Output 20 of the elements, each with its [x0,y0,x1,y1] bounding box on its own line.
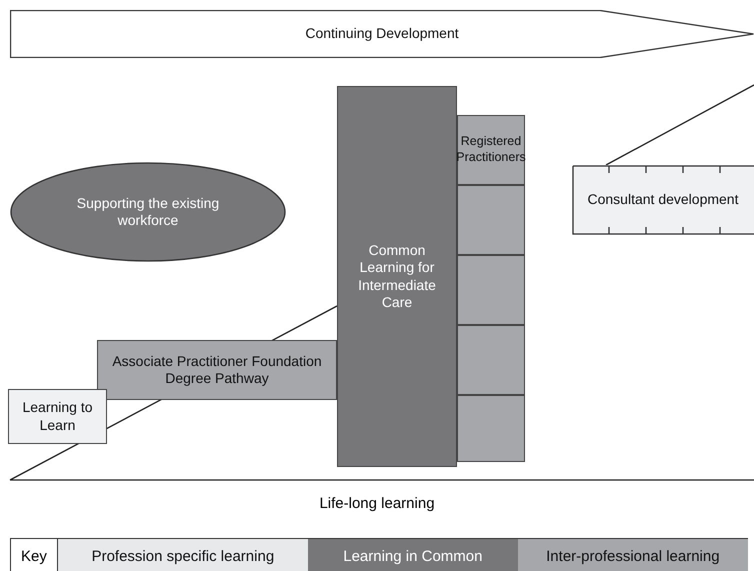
ruler-box [572,165,754,235]
node-text: Associate Practitioner Foundation Degree Pathway [111,352,323,388]
legend-item: Learning in Common [308,539,518,571]
node-text: Learning to Learn [21,399,94,434]
box [8,389,107,444]
node-text: Consultant development [586,191,740,209]
box [97,340,337,400]
node-text: Common Learning for Intermediate Care [357,242,437,312]
box [457,185,525,255]
axis-caption: Life-long learning [318,495,436,512]
legend-item: Inter-professional learning [518,539,748,571]
tall-box [337,86,457,467]
box [457,395,525,462]
box [457,325,525,395]
box [457,255,525,325]
legend-item: Profession specific learning [58,539,308,571]
ellipse-shape [10,162,286,262]
node-text: Supporting the existing workforce [76,194,220,230]
arrow-banner [10,10,754,58]
node-text: Continuing Development [305,25,459,43]
